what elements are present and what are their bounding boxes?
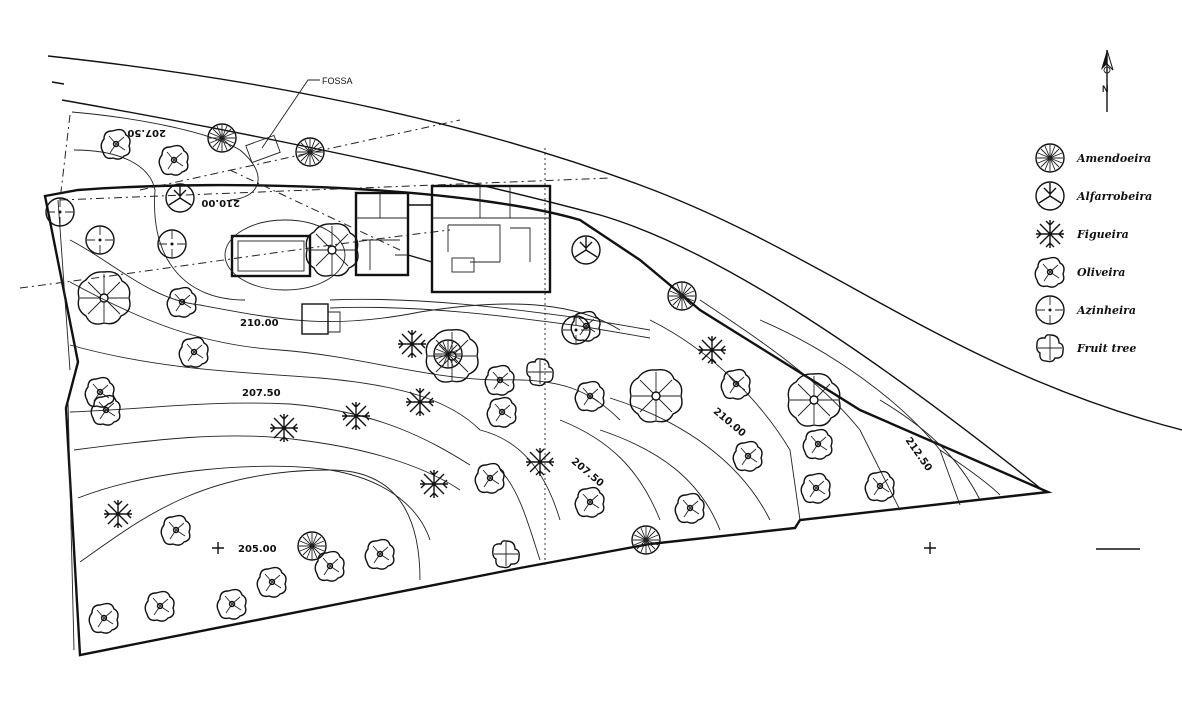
- svg-text:Amendoeira: Amendoeira: [1076, 152, 1151, 165]
- elevation-207-left: 207.50: [242, 388, 281, 399]
- svg-text:Oliveira: Oliveira: [1077, 266, 1125, 279]
- svg-text:Figueira: Figueira: [1076, 228, 1129, 241]
- north-label: N: [1102, 84, 1109, 94]
- elevation-210-left: 210.00: [240, 318, 279, 329]
- survey-lines: [19, 114, 611, 568]
- fossa-tank: [245, 79, 320, 164]
- legend-item-figueira: Figueira: [1035, 219, 1129, 249]
- almond-tree-icon: [1035, 143, 1065, 173]
- olive-tree-icon: [1034, 256, 1065, 288]
- elevation-210-top: 210.00: [201, 197, 240, 208]
- elevation-207-mid: 207.50: [569, 456, 606, 489]
- elevation-210-right: 210.00: [711, 406, 748, 439]
- svg-text:Fruit tree: Fruit tree: [1076, 342, 1136, 355]
- legend-item-fruit-tree: Fruit tree: [1036, 334, 1136, 363]
- survey-markers: [212, 542, 1140, 554]
- legend-item-azinheira: Azinheira: [1035, 295, 1136, 325]
- elevation-205: 205.00: [238, 544, 277, 555]
- contour-lines: [69, 111, 1001, 581]
- legend-item-alfarrobeira: Alfarrobeira: [1035, 181, 1152, 211]
- north-arrow: N: [1101, 49, 1114, 112]
- fig-tree-icon: [1035, 219, 1065, 249]
- road: [47, 55, 1182, 493]
- svg-text:Azinheira: Azinheira: [1076, 304, 1136, 317]
- elevation-207-top: 207.50: [127, 127, 166, 138]
- pool: [224, 219, 346, 291]
- fruit-tree-icon: [1036, 334, 1064, 363]
- fossa-label: FOSSA: [322, 76, 353, 86]
- house: [354, 184, 552, 294]
- holm-oak-icon: [1035, 295, 1065, 325]
- legend-item-oliveira: Oliveira: [1034, 256, 1125, 288]
- path: [329, 298, 651, 339]
- carob-tree-icon: [1035, 181, 1065, 211]
- legend: Amendoeira Alfarrobeira Figueira Oliveir…: [1034, 143, 1152, 363]
- annex: [301, 303, 341, 335]
- legend-item-amendoeira: Amendoeira: [1035, 143, 1151, 173]
- property-boundary: [43, 183, 1053, 657]
- svg-text:Alfarrobeira: Alfarrobeira: [1076, 190, 1152, 203]
